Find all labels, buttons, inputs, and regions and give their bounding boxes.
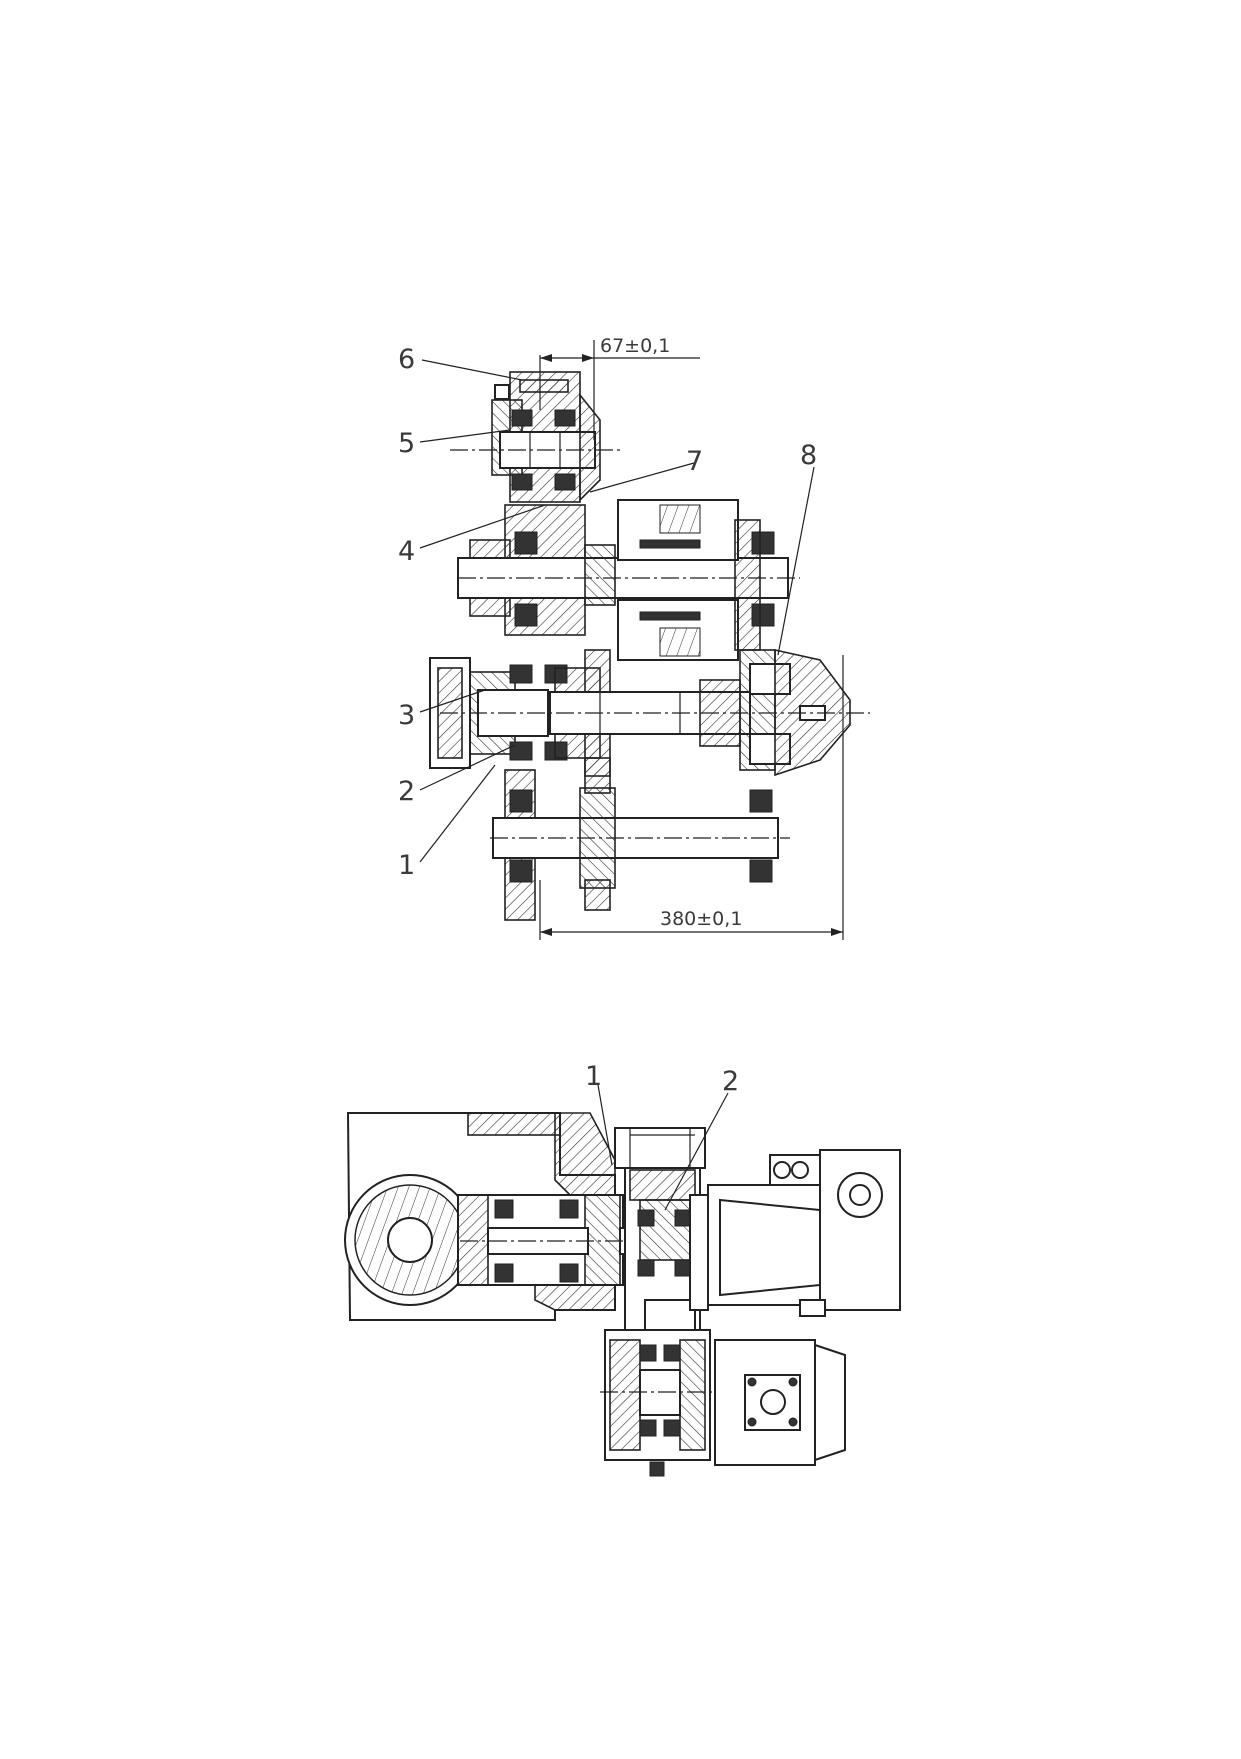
lower-countershaft [490,757,790,921]
callout-bottom-1: 1 [585,1061,602,1092]
callout-top-2: 2 [398,776,415,807]
callout-top-3: 3 [398,700,415,731]
callout-bottom-2: 2 [722,1066,739,1097]
callout-top-7: 7 [686,446,703,477]
callout-top-8: 8 [800,440,817,471]
callout-top-4: 4 [398,536,415,567]
top-assembly-drawing: 67±0,1 [398,335,870,940]
callout-top-6: 6 [398,344,415,375]
callout-top-5: 5 [398,428,415,459]
dimension-upper-label: 67±0,1 [600,335,670,357]
upper-bearing-housing [450,371,620,503]
dimension-upper: 67±0,1 [539,335,700,440]
dimension-lower: 380±0,1 [539,655,844,940]
pinion-shaft-assembly [429,649,870,777]
upper-shaft-assembly [457,499,800,661]
bottom-assembly-drawing: 1 2 [344,1061,901,1477]
dimension-lower-label: 380±0,1 [660,908,742,930]
leader-lines-top [419,359,815,863]
callout-top-1: 1 [398,850,415,881]
